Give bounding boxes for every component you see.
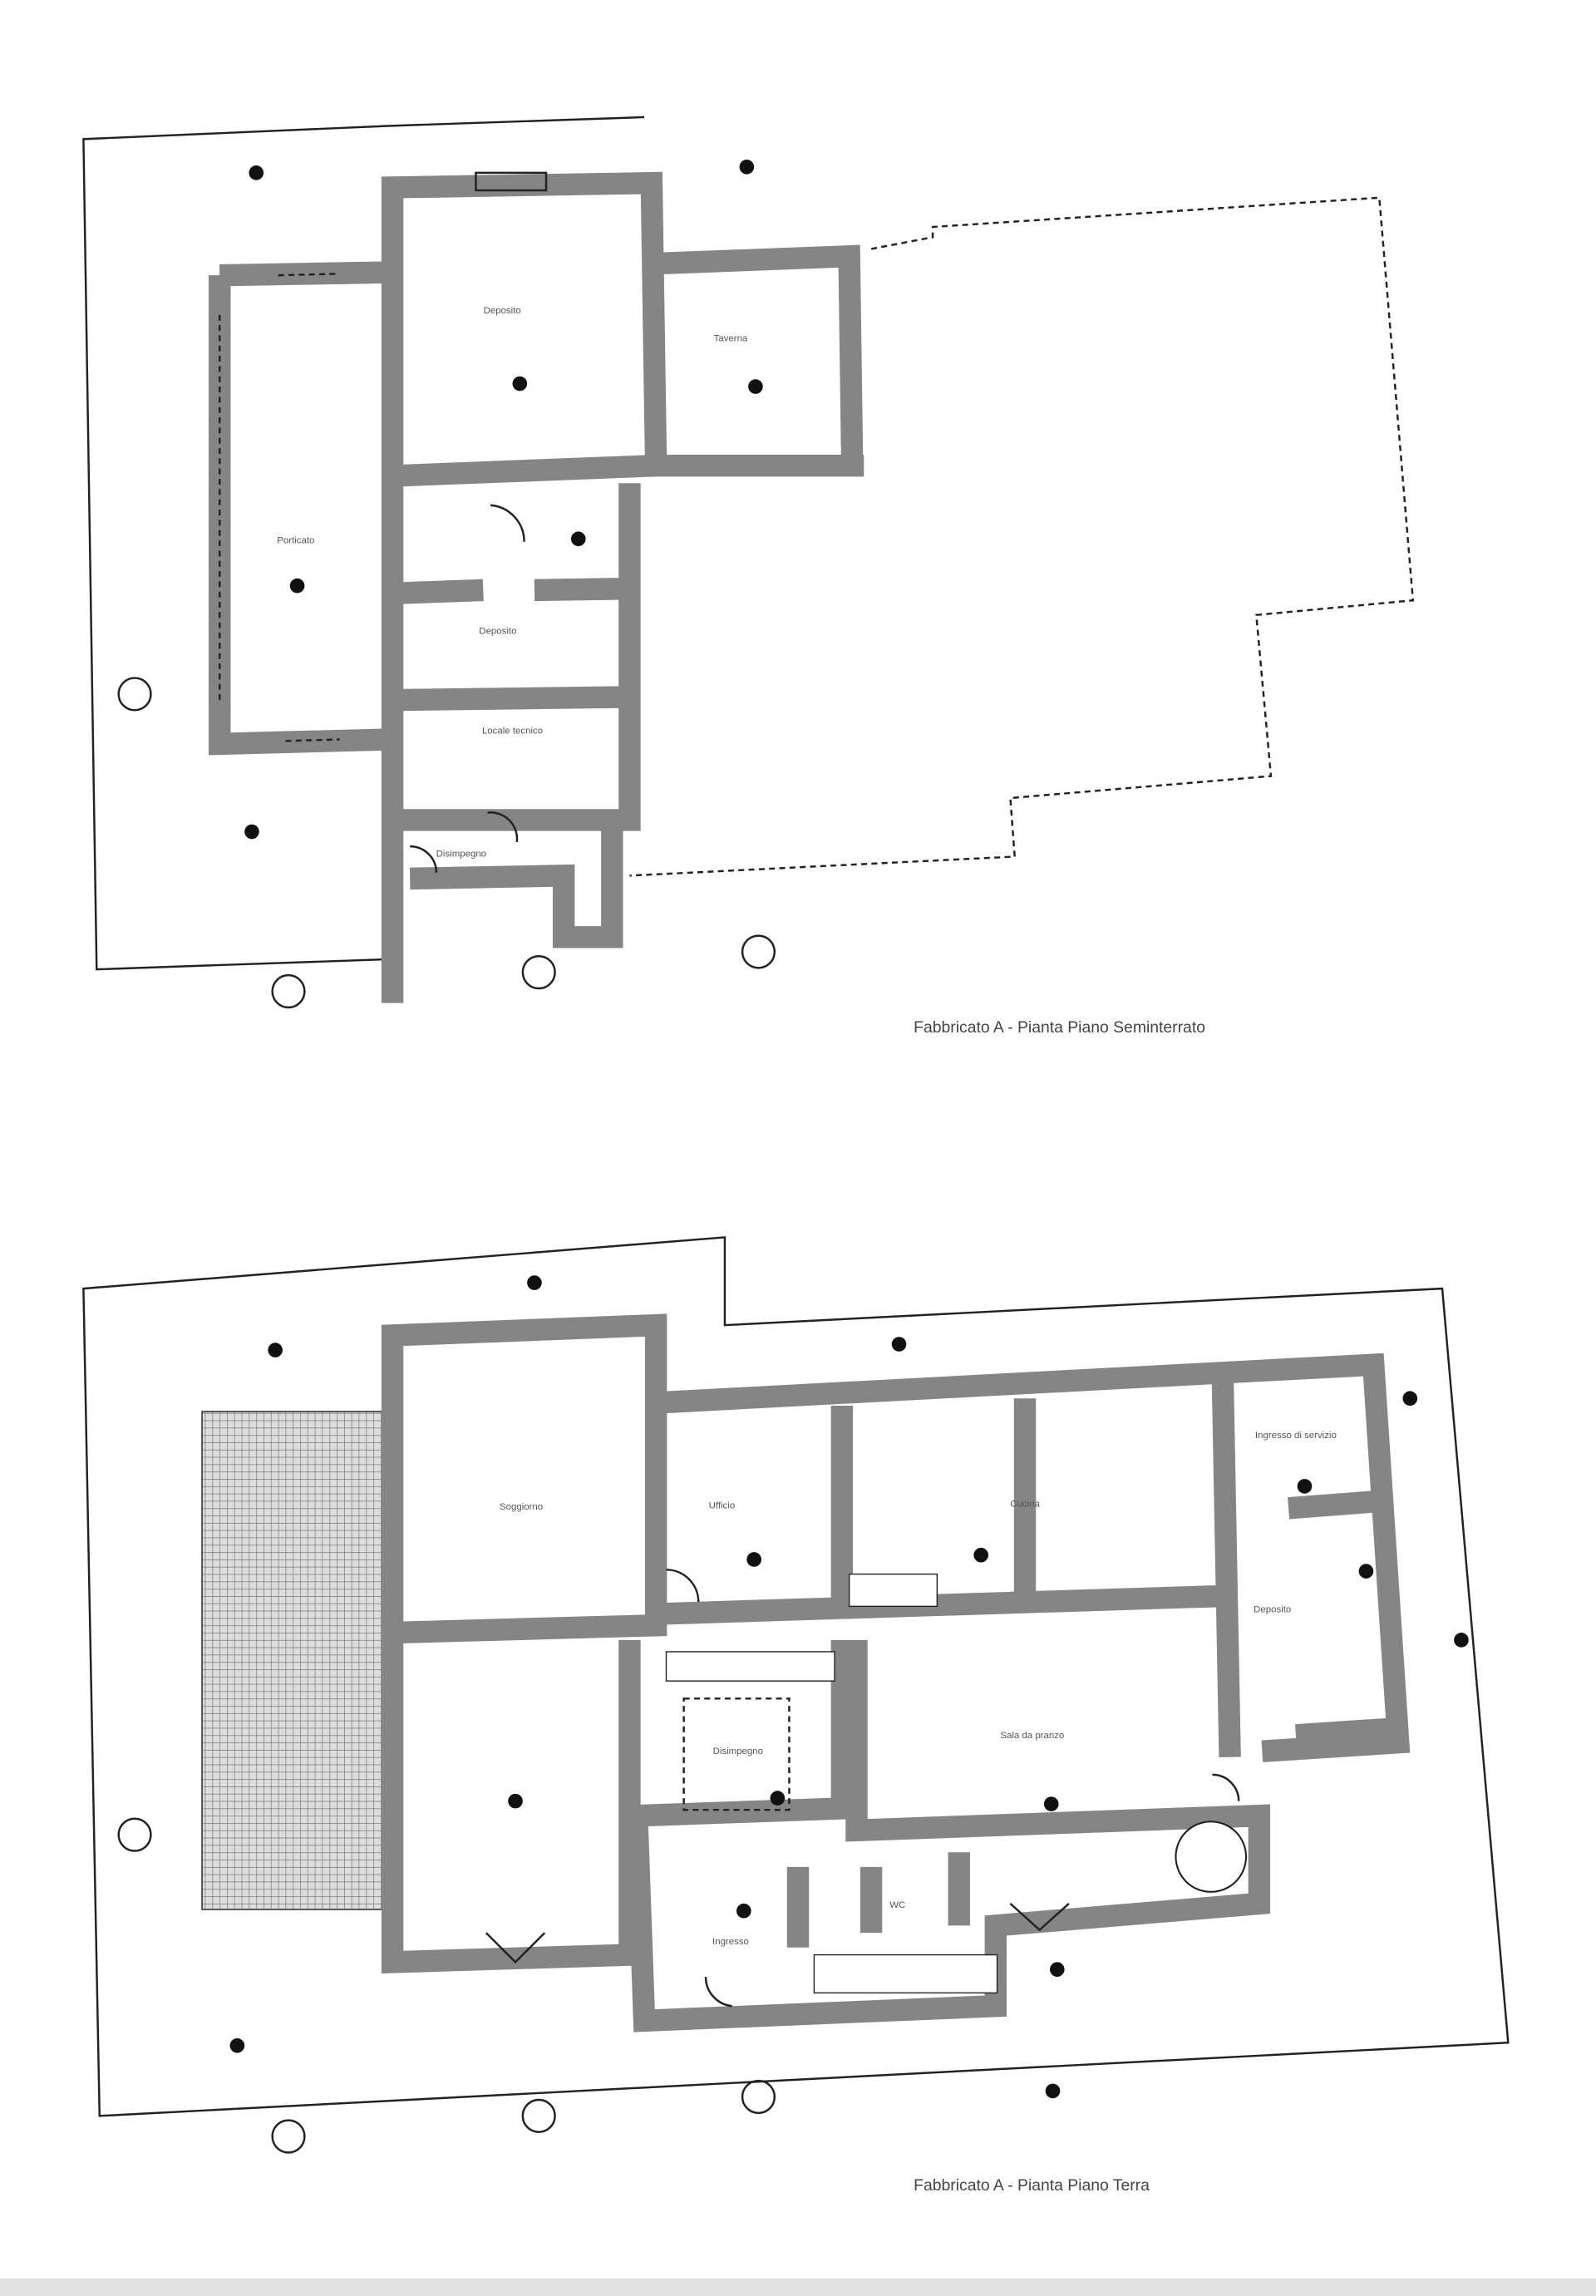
room-label: Porticato — [277, 536, 314, 546]
room-label: Deposito — [1254, 1604, 1291, 1614]
terrace-outline-dashed — [629, 196, 1415, 877]
plan-caption: Fabbricato A - Pianta Piano Terra — [914, 2176, 1150, 2195]
room-label: WC — [889, 1900, 905, 1910]
room-label: Sala da pranzo — [1000, 1731, 1064, 1741]
staircase — [813, 1954, 998, 1994]
staircase — [848, 1573, 938, 1608]
section-markers — [117, 677, 776, 1009]
room-label: Deposito — [479, 627, 516, 637]
room-labels: Deposito Taverna Porticato Deposito Loca… — [277, 306, 748, 860]
site-boundary — [82, 116, 645, 971]
room-label: Disimpegno — [713, 1747, 763, 1756]
paved-terrace — [201, 1411, 385, 1910]
room-label: Ingresso — [712, 1937, 749, 1947]
room-label: Locale tecnico — [482, 727, 543, 737]
site-boundary — [82, 1236, 1510, 2117]
bottom-bar — [0, 2278, 1596, 2296]
fireplace — [475, 171, 548, 192]
walls — [381, 1313, 1411, 2032]
room-label: Taverna — [714, 333, 748, 343]
room-label: Deposito — [484, 306, 521, 316]
staircase — [665, 1651, 835, 1682]
ground-floor-plan: Soggiorno Ufficio Cucina Ingresso di ser… — [82, 1236, 1510, 2195]
window — [285, 738, 340, 742]
plan-caption: Fabbricato A - Pianta Piano Seminterrato — [914, 1018, 1205, 1037]
basement-plan: Deposito Taverna Porticato Deposito Loca… — [82, 116, 1415, 1037]
elevation-markers — [229, 1275, 1469, 2099]
section-markers — [117, 1817, 776, 2154]
room-label: Ufficio — [709, 1500, 736, 1510]
room-label: Disimpegno — [436, 849, 486, 859]
walls — [209, 171, 864, 1003]
elevation-markers — [244, 160, 763, 840]
room-label: Cucina — [1010, 1500, 1040, 1510]
internal-courtyard-dashed — [682, 1697, 791, 1811]
room-labels: Soggiorno Ufficio Cucina Ingresso di ser… — [500, 1431, 1337, 1947]
room-label: Soggiorno — [500, 1502, 543, 1512]
door — [485, 1569, 1240, 2008]
round-tower — [1175, 1821, 1248, 1893]
room-label: Ingresso di servizio — [1255, 1431, 1337, 1441]
door — [410, 504, 525, 873]
